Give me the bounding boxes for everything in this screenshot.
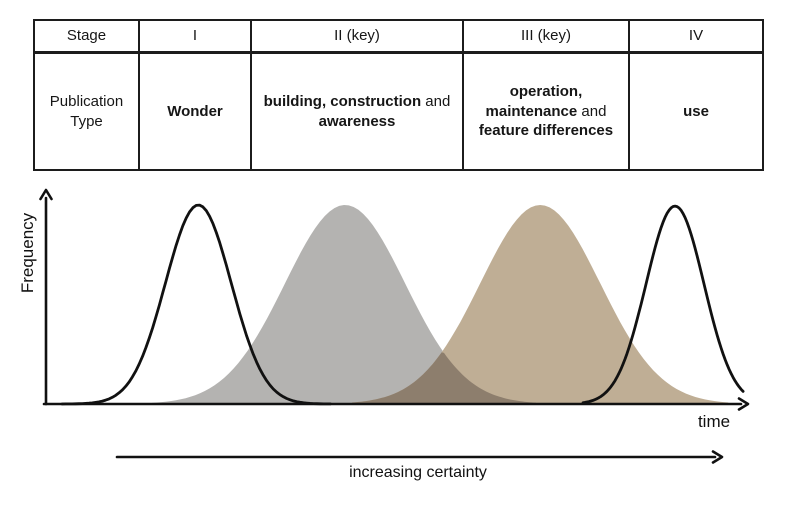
curve-overlap-area: [352, 352, 536, 404]
increasing-certainty-label: increasing certainty: [349, 464, 487, 481]
curve-stage-IV-line: [581, 204, 745, 405]
header-cell-iii-key: III (key): [462, 19, 630, 54]
curve-stage-II-area: [152, 205, 536, 404]
y-axis-arrowhead: [39, 188, 53, 201]
header-cell-stage: Stage: [33, 19, 140, 54]
certainty-arrowhead: [711, 450, 724, 464]
header-cell-ii-key: II (key): [250, 19, 464, 54]
curve-stage-III-area: [352, 205, 729, 404]
cell-stage-i-type: Wonder: [138, 51, 252, 171]
header-cell-iv: IV: [628, 19, 764, 54]
table-header-row: Stage I II (key) III (key) IV: [33, 19, 764, 54]
x-axis-label: time: [697, 412, 731, 431]
header-cell-i: I: [138, 19, 252, 54]
x-axis-arrowhead: [737, 397, 750, 411]
stage-table: Stage I II (key) III (key) IV Publicatio…: [33, 19, 764, 171]
curve-stage-I-line: [60, 203, 332, 406]
cell-stage-iv-type: use: [628, 51, 764, 171]
y-axis-label: Frequency: [18, 212, 37, 294]
